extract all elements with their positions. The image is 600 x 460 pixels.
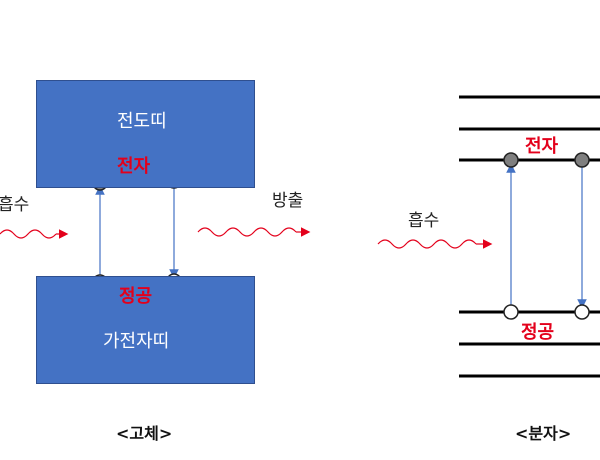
- molecule-hole-2: [574, 304, 590, 320]
- molecule-caption: <분자>: [515, 424, 572, 443]
- molecule-absorption-label: 흡수: [408, 211, 440, 231]
- conduction-band: 전도띠: [36, 80, 255, 188]
- molecule-electron-1: [503, 152, 519, 168]
- molecule-electron-2: [574, 152, 590, 168]
- solid-hole-label: 정공: [119, 286, 153, 307]
- solid-caption: <고체>: [116, 424, 173, 443]
- solid-emission-wave: [197, 227, 297, 237]
- molecule-hole-1: [503, 304, 519, 320]
- molecule-hole-label: 정공: [521, 322, 555, 343]
- conduction-band-label: 전도띠: [117, 111, 167, 132]
- molecule-absorption-wave: [377, 239, 477, 249]
- valence-band: 가전자띠: [36, 276, 255, 384]
- valence-band-label: 가전자띠: [103, 331, 170, 352]
- solid-absorption-wave: [0, 229, 57, 239]
- solid-electron-label: 전자: [117, 156, 151, 177]
- solid-emission-label: 방출: [272, 191, 304, 211]
- molecule-electron-label: 전자: [525, 136, 559, 157]
- solid-absorption-label: 흡수: [0, 195, 30, 215]
